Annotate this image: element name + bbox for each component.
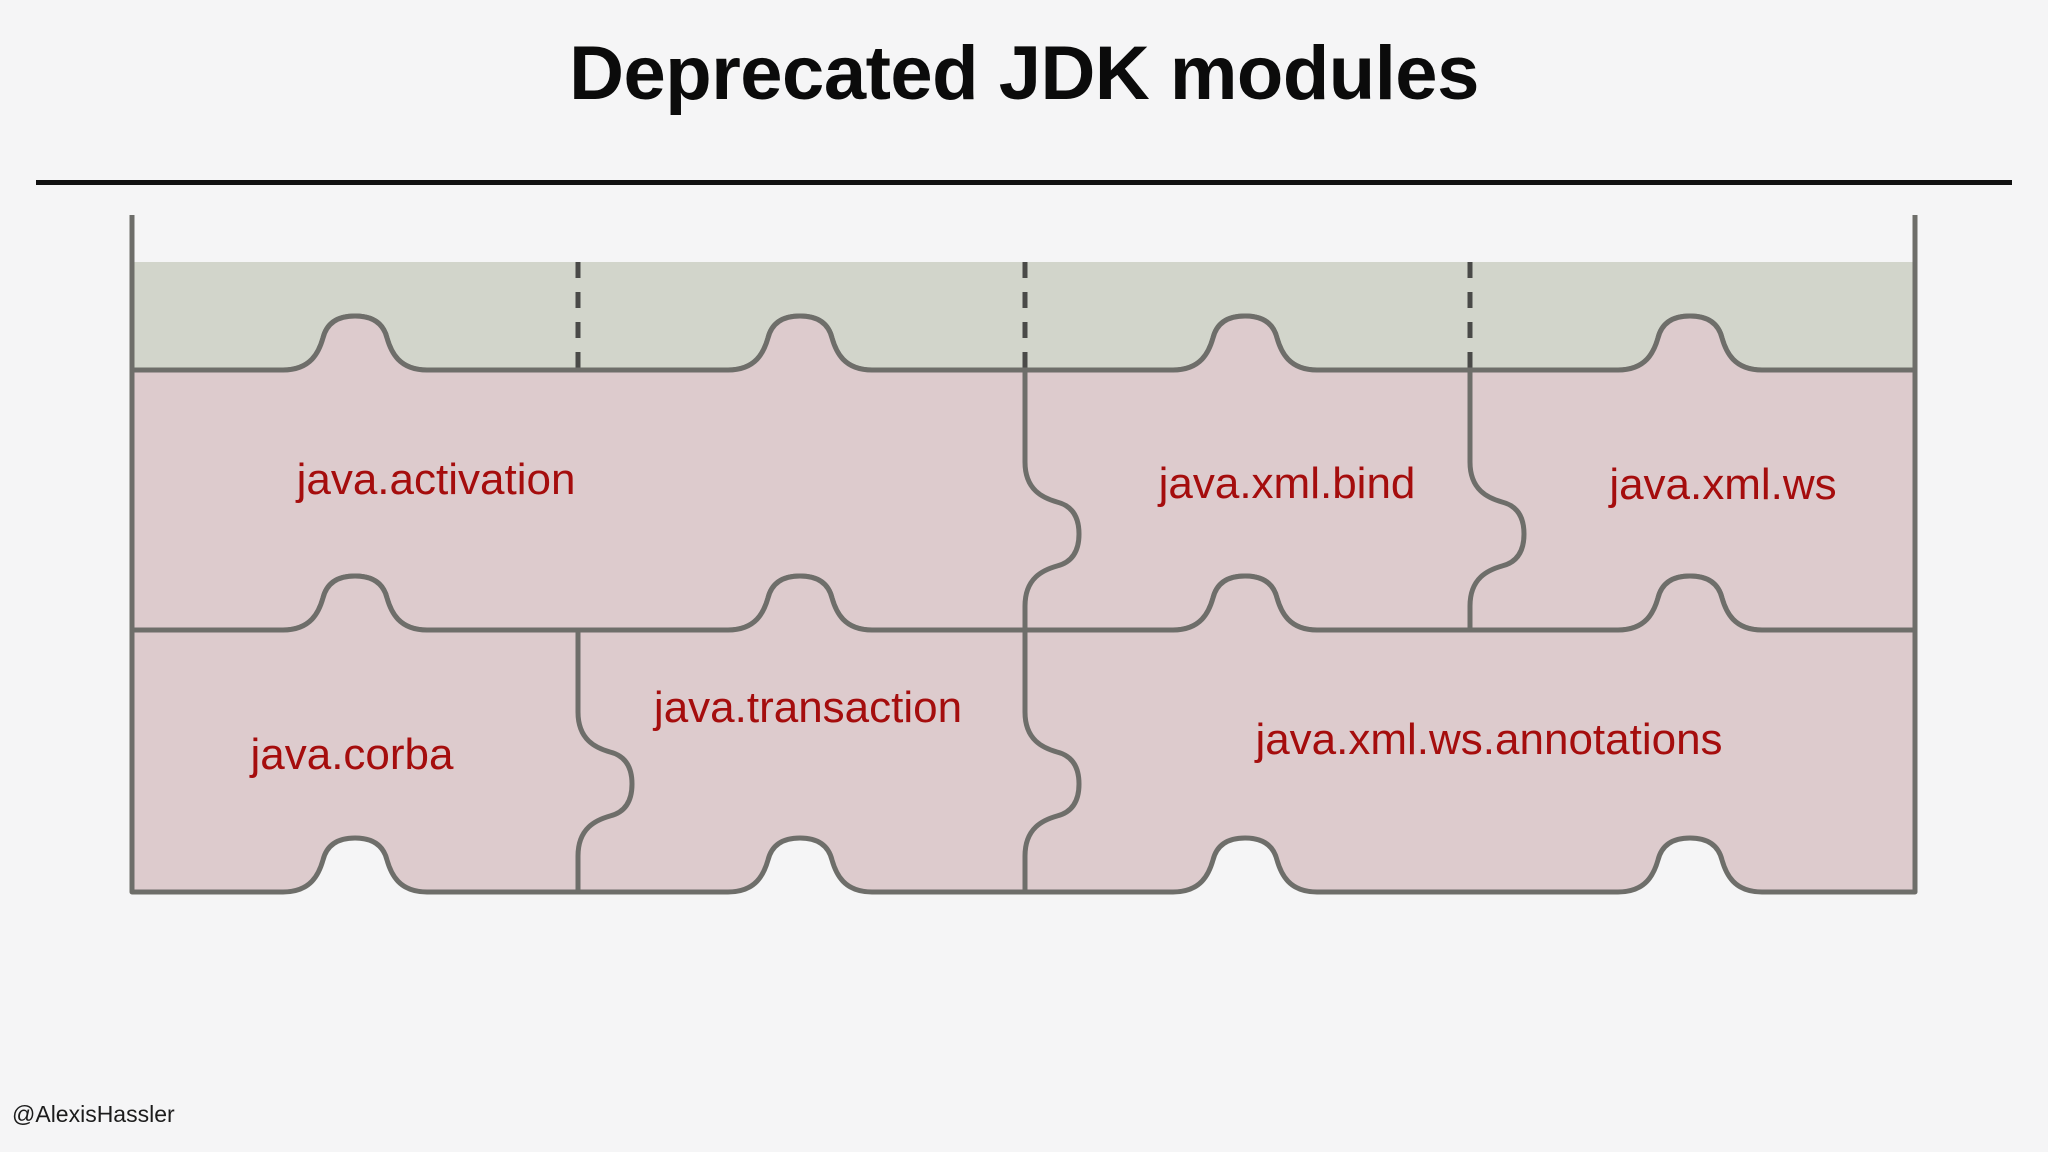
- piece-label-java-xml-ws-annotations: java.xml.ws.annotations: [1255, 715, 1723, 764]
- author-watermark: @AlexisHassler: [12, 1101, 175, 1127]
- page-title: Deprecated JDK modules: [569, 31, 1479, 116]
- seam-bind-ws: [1467, 370, 1527, 630]
- puzzle-row-grey-band: [132, 262, 1915, 373]
- seam-transaction-annotations: [1022, 630, 1082, 892]
- piece-label-java-transaction: java.transaction: [653, 683, 963, 732]
- piece-label-java-xml-bind: java.xml.bind: [1158, 459, 1416, 508]
- piece-label-java-activation: java.activation: [296, 455, 576, 504]
- title-divider: [36, 180, 2012, 185]
- piece-label-java-xml-ws: java.xml.ws: [1609, 460, 1837, 509]
- piece-label-java-corba: java.corba: [250, 730, 454, 779]
- seam-activation-bind: [1022, 370, 1082, 630]
- seam-corba-transaction: [575, 630, 635, 892]
